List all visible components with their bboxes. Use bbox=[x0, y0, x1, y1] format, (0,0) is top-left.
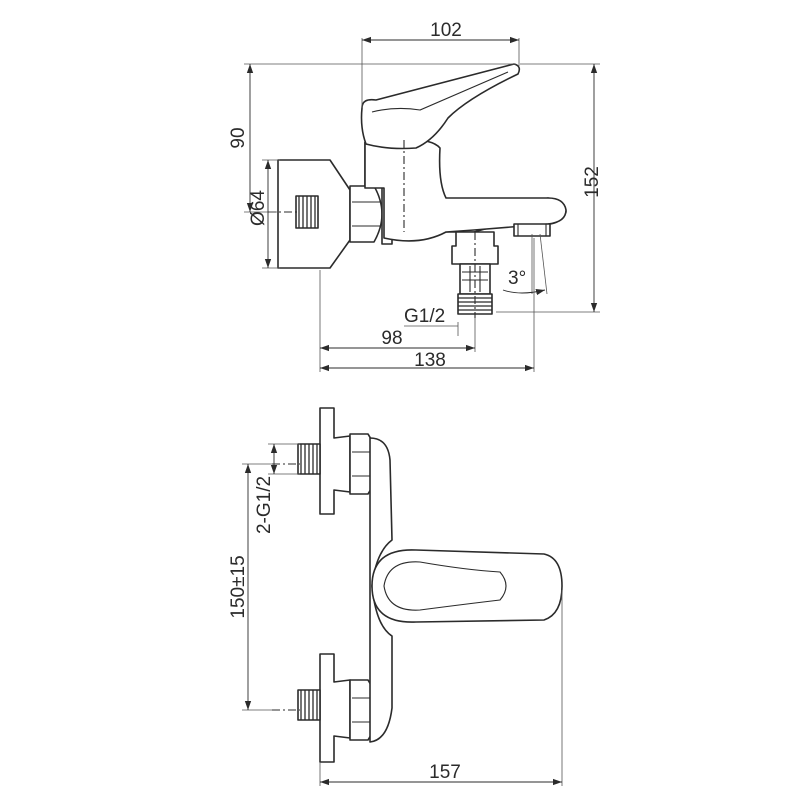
lever-handle bbox=[360, 63, 521, 150]
dim-label-thread: G1/2 bbox=[404, 306, 445, 327]
dimension-inlets: 2-G1/2 bbox=[254, 443, 300, 534]
dimension-flange-diameter: Ø64 bbox=[248, 159, 280, 269]
dim-label-flange: Ø64 bbox=[248, 190, 269, 226]
dimension-138: 138 bbox=[320, 238, 535, 372]
dimension-157: 157 bbox=[319, 590, 563, 786]
top-view: 2-G1/2 150±15 157 bbox=[228, 407, 563, 786]
dimension-98: 98 bbox=[319, 270, 476, 372]
lower-flange bbox=[319, 653, 351, 763]
dim-label-138: 138 bbox=[414, 350, 446, 371]
inlet-thread bbox=[295, 195, 319, 229]
dim-label-inlets: 2-G1/2 bbox=[254, 476, 275, 534]
upper-flange bbox=[319, 407, 351, 515]
dimension-90: 90 bbox=[228, 63, 516, 213]
body-outline bbox=[364, 138, 567, 242]
dim-label-102: 102 bbox=[430, 20, 462, 41]
dimension-152: 152 bbox=[496, 63, 603, 313]
dimension-centres: 150±15 bbox=[228, 463, 272, 711]
dim-label-angle: 3° bbox=[508, 268, 526, 289]
dim-label-98: 98 bbox=[381, 328, 402, 349]
dim-label-157: 157 bbox=[429, 762, 461, 783]
dimension-thread: G1/2 bbox=[404, 306, 459, 336]
dimension-angle: 3° bbox=[502, 233, 548, 296]
side-view: 102 90 Ø64 152 3° bbox=[228, 20, 603, 372]
dim-label-centres: 150±15 bbox=[228, 555, 249, 618]
dimension-102: 102 bbox=[361, 20, 520, 108]
upper-thread bbox=[297, 443, 321, 475]
lower-thread bbox=[297, 689, 321, 721]
union-nut bbox=[349, 185, 383, 243]
dim-label-152: 152 bbox=[582, 166, 603, 198]
lever-handle-top bbox=[371, 549, 563, 623]
dim-label-90: 90 bbox=[228, 127, 249, 148]
